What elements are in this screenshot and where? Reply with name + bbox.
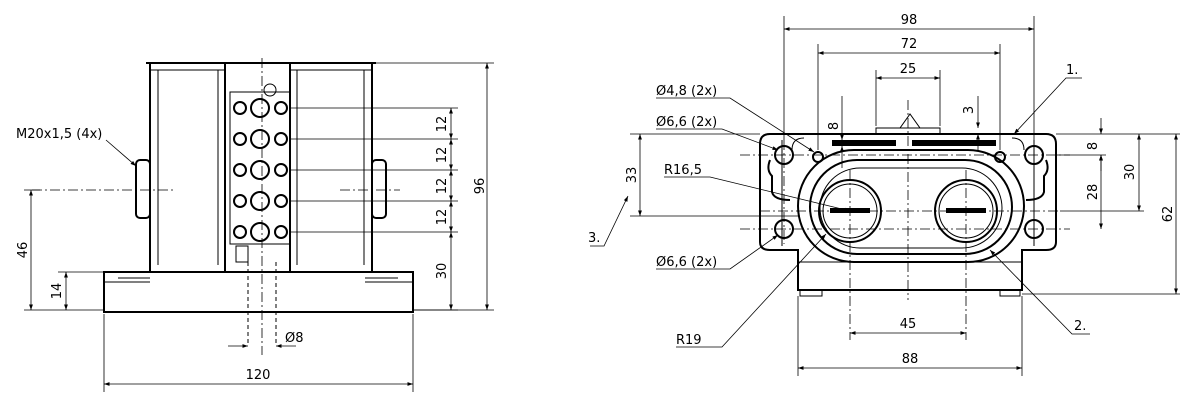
dim-front-14: 14	[50, 283, 65, 300]
housing-right	[289, 62, 373, 273]
dim-top-88: 88	[902, 352, 919, 367]
dim-front-12-d: 12	[435, 209, 450, 226]
callout-2: 2.	[1074, 319, 1086, 334]
dim-top-right-8: 8	[1086, 142, 1101, 150]
dim-top-25: 25	[900, 62, 917, 77]
cable-gland-left	[135, 159, 151, 219]
slot-right	[912, 140, 996, 146]
label-hole-upper: Ø6,6 (2x)	[656, 115, 717, 130]
terminal-row	[233, 160, 288, 180]
terminal-rows	[233, 98, 288, 242]
callout-3: 3.	[588, 231, 600, 246]
dim-front-12-c: 12	[435, 178, 450, 195]
dim-front-30: 30	[435, 263, 450, 280]
dim-top-33: 33	[625, 167, 640, 184]
front-view: 96 12 12 12 12 30 46 14 M20x1,5 (4x) Ø8 …	[16, 58, 494, 392]
clip-right	[1025, 159, 1049, 201]
dim-top-right-28: 28	[1086, 184, 1101, 201]
terminal-row	[233, 129, 288, 149]
thread-label: M20x1,5 (4x)	[16, 127, 102, 142]
slot-left	[832, 140, 896, 146]
flange	[759, 133, 1057, 291]
label-hole-lower: Ø6,6 (2x)	[656, 255, 717, 270]
dim-front-bolt: Ø8	[285, 331, 304, 346]
clip-left	[767, 159, 791, 201]
dim-top-right-30: 30	[1123, 164, 1138, 181]
dim-front-96: 96	[473, 178, 488, 195]
oval-housing-outer	[797, 149, 1025, 263]
hole-small-l	[812, 151, 824, 163]
dim-top-3: 3	[962, 106, 977, 114]
label-radius-inner: R16,5	[664, 163, 702, 178]
cable-gland-right	[371, 159, 387, 219]
dim-front-12-a: 12	[435, 116, 450, 133]
terminal-row	[233, 222, 288, 242]
bolt-hidden	[247, 262, 277, 346]
dim-top-98: 98	[901, 13, 918, 28]
hole-small-r	[994, 151, 1006, 163]
callout-1: 1.	[1066, 63, 1078, 78]
dim-top-45: 45	[900, 317, 917, 332]
terminal-row	[233, 191, 288, 211]
terminal-block	[229, 91, 291, 245]
dim-front-120: 120	[246, 368, 271, 383]
dim-top-right-62: 62	[1161, 206, 1176, 223]
dim-top-8: 8	[827, 122, 842, 130]
dim-top-72: 72	[901, 37, 918, 52]
dim-front-46: 46	[16, 242, 31, 259]
terminal-row	[233, 98, 288, 118]
dim-front-12-b: 12	[435, 147, 450, 164]
label-hole-small: Ø4,8 (2x)	[656, 84, 717, 99]
label-radius-outer: R19	[676, 333, 702, 348]
housing-left	[149, 62, 226, 273]
oval-housing-inner	[809, 159, 1013, 255]
top-view: 98 72 25 8 3 Ø4,8 (2x) Ø6,6 (2x) Ø6,6 (2…	[588, 13, 1180, 376]
